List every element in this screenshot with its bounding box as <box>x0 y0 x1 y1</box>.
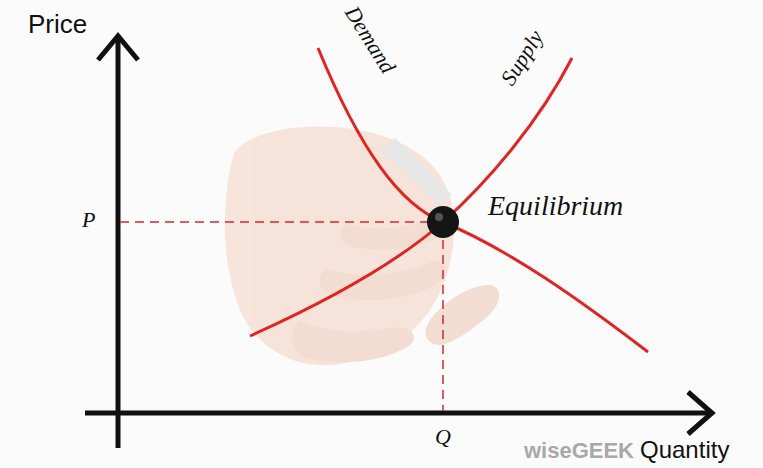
watermark: wiseGEEK <box>524 438 634 463</box>
axis-arrowhead <box>98 36 138 60</box>
label-holder: P <box>82 207 95 232</box>
price-guide <box>120 221 428 223</box>
thumb <box>426 285 500 345</box>
hand-fist <box>225 127 454 366</box>
finger <box>292 320 414 362</box>
label-holder: Quantity <box>640 436 729 464</box>
label-holder: Demand <box>340 2 401 79</box>
marker-pen <box>380 138 452 205</box>
label-holder: Supply <box>495 26 548 90</box>
price-axis <box>116 38 121 448</box>
demand-curve <box>318 48 648 352</box>
label-holder: Price <box>28 10 87 40</box>
dot-highlight <box>435 213 443 221</box>
quantity-guide <box>442 240 444 411</box>
axis-title: Price <box>28 10 87 40</box>
equilibrium-dot <box>427 206 459 238</box>
curve-label: Supply <box>495 26 548 90</box>
label-holder: Equilibrium <box>488 190 623 222</box>
axis-title: Quantity <box>640 436 729 464</box>
quantity-axis <box>85 411 710 416</box>
label-holder: wiseGEEK <box>524 438 634 463</box>
price-marker: P <box>82 207 95 232</box>
curve-label: Demand <box>340 2 401 79</box>
label-holder: Q <box>435 424 451 449</box>
axis-arrowhead <box>688 392 712 434</box>
quantity-marker: Q <box>435 424 451 449</box>
equilibrium-label: Equilibrium <box>488 190 623 222</box>
